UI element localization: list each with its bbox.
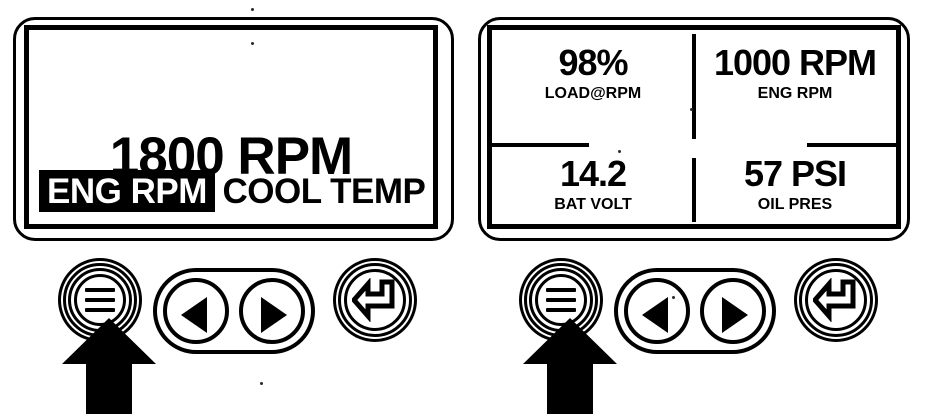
scan-speck (672, 296, 675, 299)
quadrant-caption: OIL PRES (757, 196, 833, 213)
up-arrow-pointer (523, 318, 617, 414)
single-parameter-screen: 1800 RPM ENG RPM COOL TEMP (24, 25, 438, 229)
divider-horizontal-right (807, 143, 896, 147)
scan-speck (618, 150, 621, 153)
quadrant-caption: LOAD@RPM (544, 85, 642, 102)
triangle-left-icon (642, 297, 668, 333)
quadrant-value: 98% (558, 42, 628, 83)
scan-speck (690, 108, 693, 111)
quadrant-top-right[interactable]: 1000 RPM ENG RPM (694, 30, 896, 127)
enter-ring-mid (799, 263, 873, 337)
parameter-tab-unselected[interactable]: COOL TEMP (222, 171, 426, 211)
quadrant-caption: ENG RPM (757, 85, 833, 102)
up-arrow-pointer (62, 318, 156, 414)
quadrant-value: 57 PSI (743, 153, 847, 194)
quad-parameter-screen: 98% LOAD@RPM 1000 RPM ENG RPM 14.2 BAT V… (487, 25, 901, 229)
divider-vertical-bottom (692, 158, 696, 222)
arrow-pad (153, 268, 315, 354)
triangle-right-icon (261, 297, 287, 333)
parameter-tab-selected[interactable]: ENG RPM (39, 170, 215, 212)
parameter-tab-row: ENG RPM COOL TEMP (29, 170, 433, 212)
quadrant-grid: 98% LOAD@RPM 1000 RPM ENG RPM 14.2 BAT V… (492, 30, 896, 224)
quadrant-bottom-right[interactable]: 57 PSI OIL PRES (694, 127, 896, 224)
triangle-right-icon (722, 297, 748, 333)
right-arrow-button[interactable] (700, 278, 766, 344)
quadrant-caption: BAT VOLT (554, 196, 632, 213)
divider-vertical-top (692, 34, 696, 139)
left-arrow-button[interactable] (163, 278, 229, 344)
divider-horizontal-left (492, 143, 589, 147)
scan-speck (251, 42, 254, 45)
menu-button[interactable] (58, 258, 142, 342)
triangle-left-icon (181, 297, 207, 333)
right-arrow-button[interactable] (239, 278, 305, 344)
enter-ring-mid (338, 263, 412, 337)
enter-button[interactable] (794, 258, 878, 342)
menu-ring-core (74, 274, 126, 326)
scan-speck (260, 382, 263, 385)
menu-bars-icon (85, 288, 115, 312)
scan-speck (251, 8, 254, 11)
quadrant-bottom-left[interactable]: 14.2 BAT VOLT (492, 127, 694, 224)
enter-button[interactable] (333, 258, 417, 342)
arrow-pad (614, 268, 776, 354)
menu-bars-icon (546, 288, 576, 312)
quadrant-value: 14.2 (559, 153, 627, 194)
enter-ring-inner (805, 269, 867, 331)
enter-ring-outer (794, 258, 878, 342)
enter-ring-outer (333, 258, 417, 342)
left-arrow-button[interactable] (624, 278, 690, 344)
quadrant-value: 1000 RPM (713, 42, 877, 83)
quadrant-top-left[interactable]: 98% LOAD@RPM (492, 30, 694, 127)
